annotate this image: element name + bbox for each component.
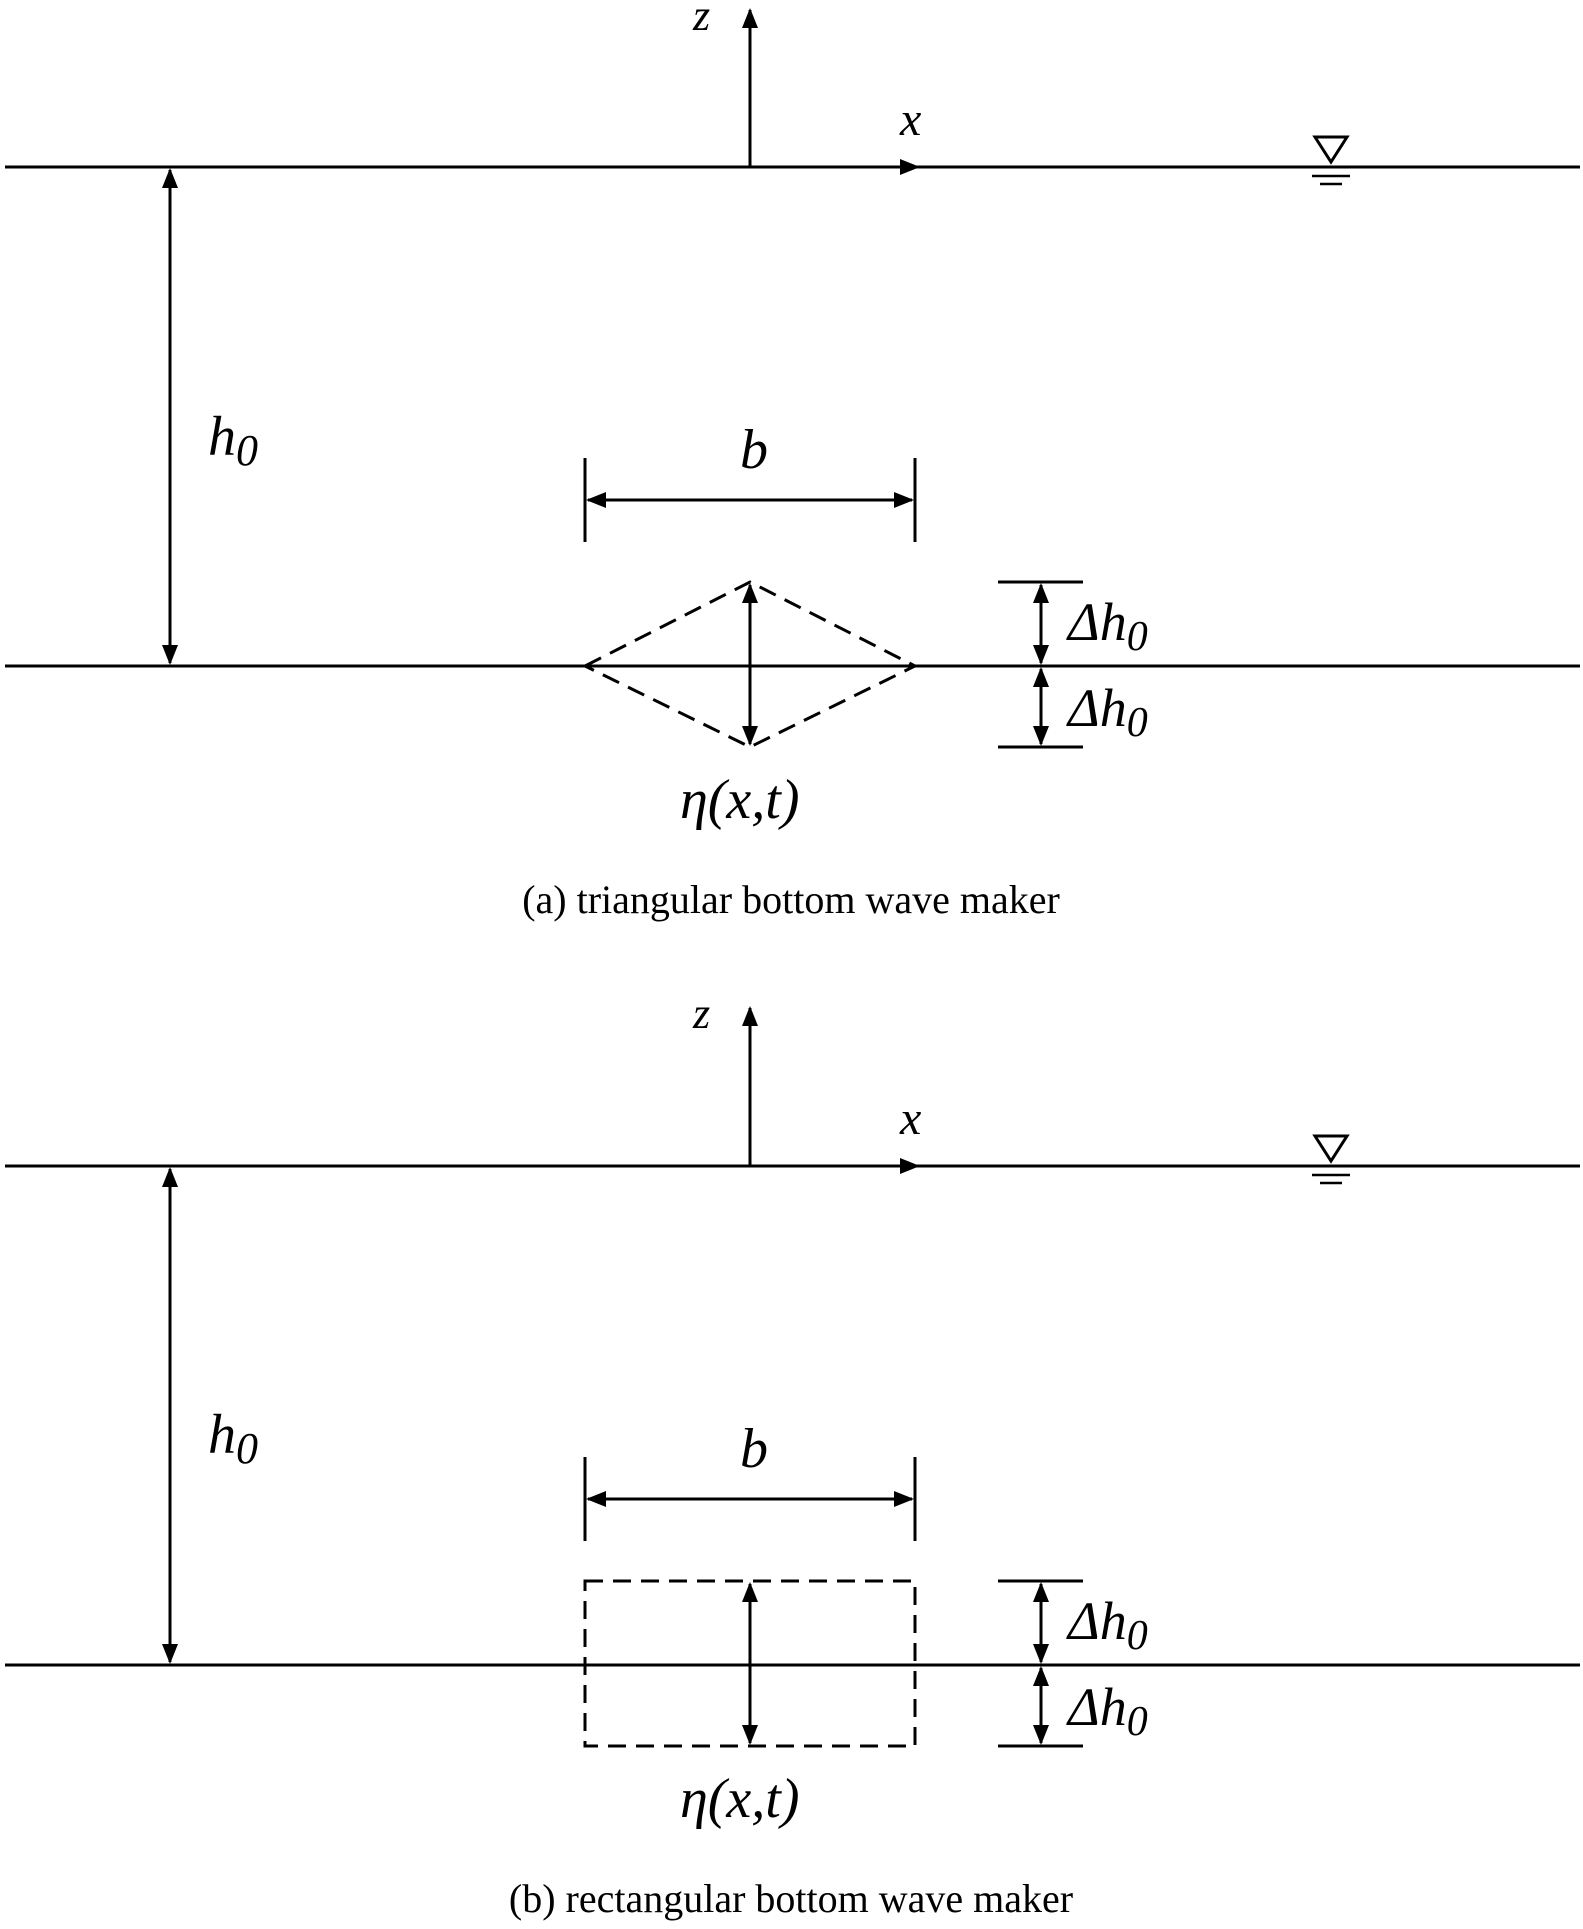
panel-caption: (a) triangular bottom wave maker (522, 877, 1060, 922)
panel-b: z x h0 b η(x,t) Δh0 Δh0 (b) rectangular … (5, 989, 1580, 1921)
x-axis-label: x (899, 1092, 921, 1145)
eta-label: η(x,t) (680, 1768, 800, 1830)
rectangular-wave-maker (583, 1579, 917, 1748)
triangular-wave-maker (581, 580, 919, 749)
x-axis-label: x (899, 93, 921, 146)
z-axis-label: z (692, 0, 710, 40)
water-level-triangle-icon (1303, 135, 1359, 186)
delta-lower-label: Δh0 (1066, 1677, 1148, 1745)
panel-a: z x h0 b η(x,t) Δh0 Δh0 (a) triangular (5, 0, 1580, 922)
water-level-triangle-icon (1303, 1134, 1359, 1185)
z-axis-label: z (692, 989, 710, 1038)
delta-lower-label: Δh0 (1066, 678, 1148, 746)
depth-label: h0 (208, 406, 258, 475)
eta-label: η(x,t) (680, 769, 800, 831)
width-label: b (740, 1418, 768, 1480)
width-label: b (740, 419, 768, 481)
delta-upper-label: Δh0 (1066, 592, 1148, 660)
delta-upper-label: Δh0 (1066, 1591, 1148, 1659)
panel-caption: (b) rectangular bottom wave maker (509, 1876, 1073, 1921)
depth-label: h0 (208, 1404, 258, 1473)
